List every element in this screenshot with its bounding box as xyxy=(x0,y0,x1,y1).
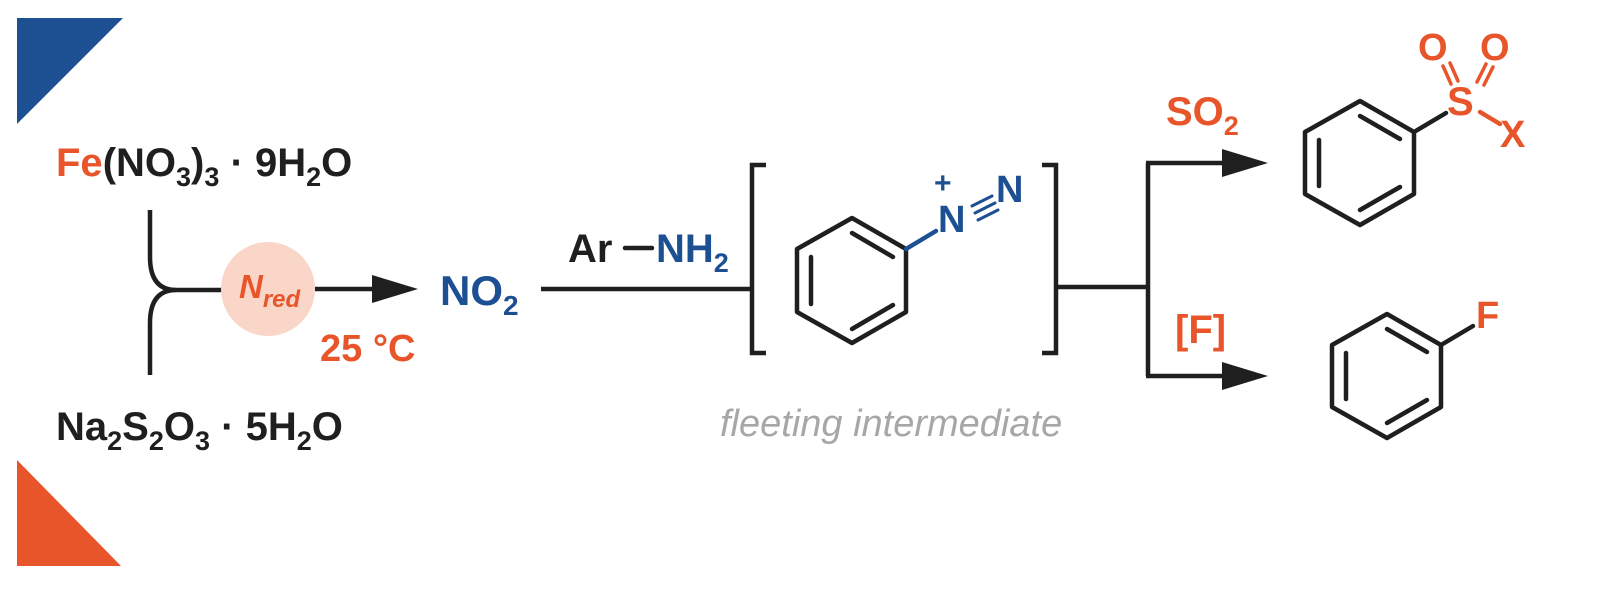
sulfur-atom: S xyxy=(1447,80,1474,124)
sulfur-dioxide-label: SO2 xyxy=(1166,90,1239,141)
bracket-right xyxy=(1042,162,1059,356)
oxygen-atom-1: O xyxy=(1418,27,1448,69)
merge-connector xyxy=(147,210,226,293)
sulfonyl-c-s-bond xyxy=(1411,110,1449,135)
sodium-thiosulfate-formula: Na2S2O3 · 5H2O xyxy=(56,405,343,456)
merge-connector-lower xyxy=(147,287,177,375)
corner-triangle-blue xyxy=(17,18,123,124)
reductant-circle xyxy=(221,242,315,336)
sulfonyl-benzene-ring xyxy=(1302,98,1417,228)
diazonium-c-n-bond xyxy=(903,228,939,252)
x-substituent: X xyxy=(1500,114,1526,156)
iron-nitrate-formula: Fe(NO3)3 · 9H2O xyxy=(56,141,352,192)
diazonium-n1: N xyxy=(938,199,965,241)
oxygen-atom-2: O xyxy=(1480,27,1510,69)
temperature-label: 25 °C xyxy=(320,328,415,370)
amine-nh2-label: NH2 xyxy=(656,227,729,278)
amine-ar-label: Ar xyxy=(568,227,612,271)
reaction-arrow-top-head xyxy=(1222,149,1268,177)
sulfonyl-s-x-bond xyxy=(1477,109,1503,127)
nitrogen-dioxide-label: NO2 xyxy=(440,267,519,321)
diazonium-n2: N xyxy=(996,169,1023,211)
diazonium-triple-bond xyxy=(970,194,1000,222)
sulfonyl-double-bonds xyxy=(1441,61,1495,87)
reductant-label: Nred xyxy=(239,268,302,313)
intermediate-caption: fleeting intermediate xyxy=(720,403,1062,445)
bracket-left xyxy=(749,162,766,356)
fluoride-label: [F] xyxy=(1175,308,1226,352)
fluorobenzene-ring xyxy=(1329,311,1444,441)
diazonium-plus: + xyxy=(934,167,952,200)
fluorine-atom: F xyxy=(1476,295,1499,337)
reaction-arrow-bottom-head xyxy=(1222,362,1268,390)
reaction-arrow-1-head xyxy=(372,275,418,303)
fluoro-c-f-bond xyxy=(1438,323,1476,348)
corner-triangle-orange xyxy=(17,460,121,566)
diazonium-benzene-ring xyxy=(794,215,909,346)
